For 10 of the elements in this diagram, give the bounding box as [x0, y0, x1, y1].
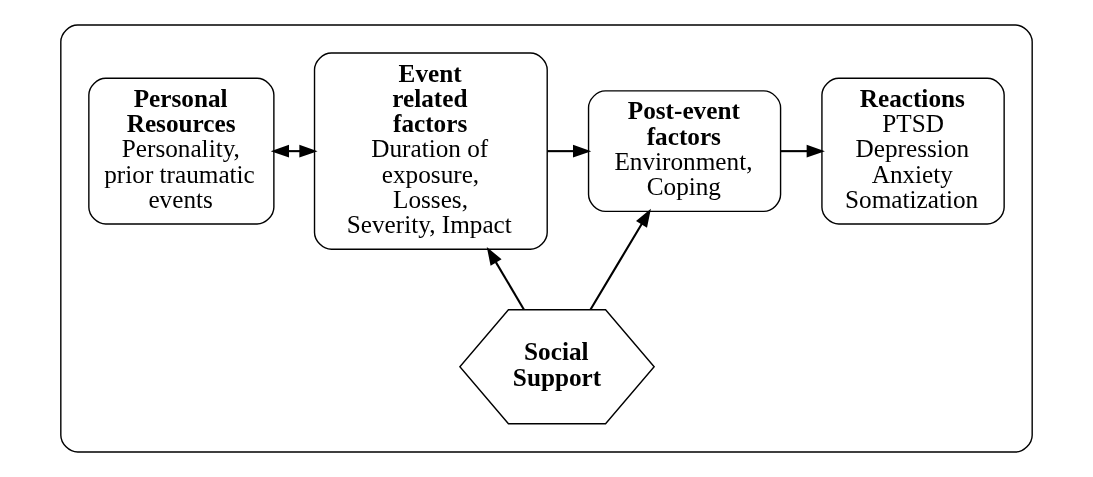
- node-box: Event related factors Duration of exposure, Losses, Severity, Impact: [313, 52, 548, 250]
- arrow: [270, 144, 318, 158]
- node-box: Personal Resources Personality, prior traumatic events: [88, 77, 275, 225]
- node-box: Reactions PTSD Depression Anxiety Somatization: [821, 77, 1005, 225]
- arrow: [486, 246, 525, 310]
- arrow: [780, 144, 825, 158]
- cluster: [60, 24, 1033, 453]
- node-box: Post-event factors Environment, Coping: [587, 90, 782, 213]
- arrow: [547, 144, 592, 158]
- arrow: [589, 208, 651, 310]
